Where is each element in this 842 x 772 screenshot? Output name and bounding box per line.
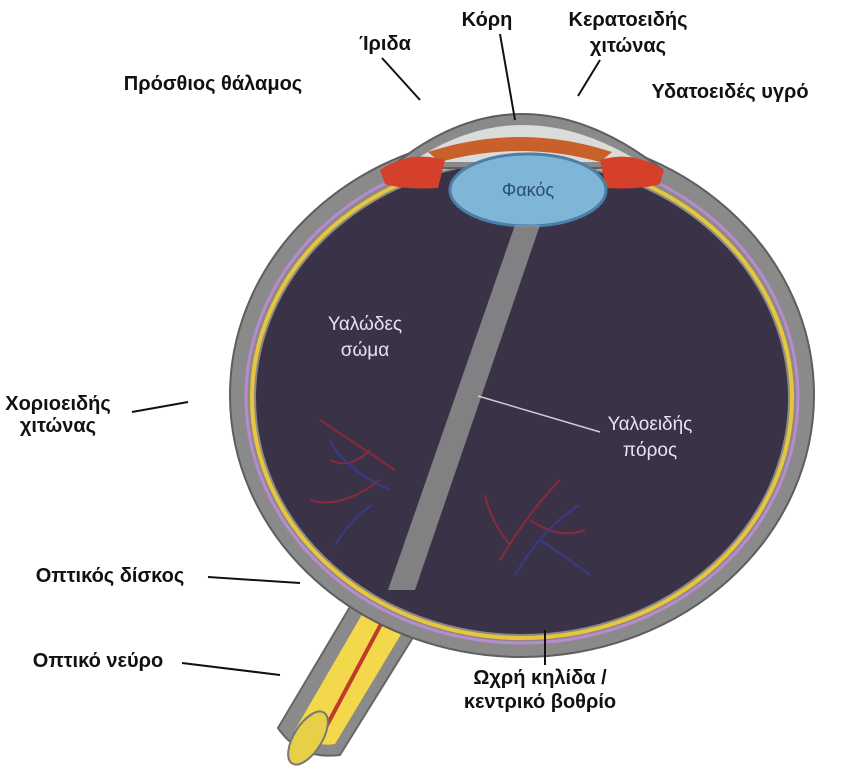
svg-text:κεντρικό βοθρίο: κεντρικό βοθρίο	[464, 691, 616, 713]
svg-text:Υαλώδες: Υαλώδες	[328, 314, 402, 335]
svg-text:σώμα: σώμα	[341, 340, 390, 361]
choroid-label: Χοριοειδής χιτώνας	[5, 393, 188, 437]
pupil-label: Κόρη	[462, 9, 515, 120]
svg-text:Ίριδα: Ίριδα	[359, 33, 412, 55]
svg-text:Πρόσθιος θάλαμος: Πρόσθιος θάλαμος	[124, 73, 302, 95]
svg-text:Ωχρή κηλίδα /: Ωχρή κηλίδα /	[473, 667, 607, 689]
svg-text:Οπτικό νεύρο: Οπτικό νεύρο	[33, 650, 163, 672]
svg-text:Υαλοειδής: Υαλοειδής	[608, 414, 693, 435]
svg-text:Κόρη: Κόρη	[462, 9, 513, 31]
svg-text:χιτώνας: χιτώνας	[590, 35, 666, 57]
svg-text:Κερατοειδής: Κερατοειδής	[569, 9, 688, 31]
iris-label: Ίριδα	[359, 33, 420, 100]
svg-text:Χοριοειδής: Χοριοειδής	[5, 393, 111, 415]
optic-disc-label: Οπτικός δίσκος	[36, 565, 300, 587]
svg-text:Οπτικός δίσκος: Οπτικός δίσκος	[36, 565, 185, 587]
aqueous-label: Υδατοειδές υγρό	[651, 81, 808, 103]
svg-text:Υδατοειδές υγρό: Υδατοειδές υγρό	[651, 81, 808, 103]
lens-label: Φακός	[502, 180, 555, 200]
lens: Φακός	[450, 154, 606, 226]
anterior-chamber-label: Πρόσθιος θάλαμος	[124, 73, 302, 95]
svg-text:χιτώνας: χιτώνας	[20, 415, 96, 437]
optic-nerve-label: Οπτικό νεύρο	[33, 650, 280, 675]
svg-text:πόρος: πόρος	[623, 440, 677, 461]
